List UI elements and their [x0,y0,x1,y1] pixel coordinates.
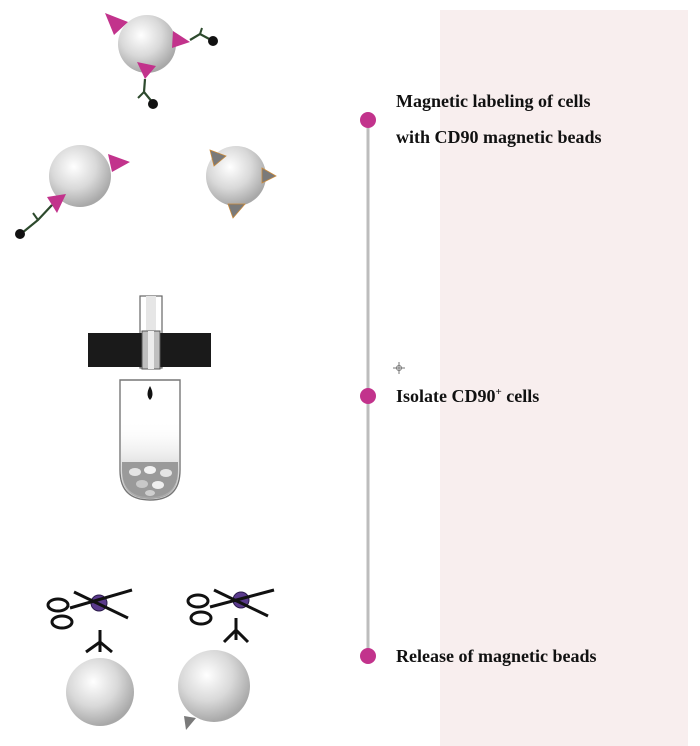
scissors-icon [46,588,134,726]
timeline-marker-3 [360,648,376,664]
magnetic-column-icon [88,295,211,501]
labeled-bead-icon [105,13,218,109]
crosshair-icon [393,362,405,374]
step-label-isolate: Isolate CD90+ cells [396,378,539,414]
scissors-icon [178,588,275,730]
step-label-release: Release of magnetic beads [396,638,596,674]
isolate-suffix: cells [501,386,540,406]
step-label-line: Isolate CD90+ cells [396,386,539,406]
right-panel [440,10,688,746]
isolate-text: Isolate CD90 [396,386,496,406]
step-label-line: with CD90 magnetic beads [396,127,602,147]
timeline-marker-1 [360,112,376,128]
timeline-marker-2 [360,388,376,404]
unlabeled-bead-icon [206,146,277,219]
step-label-magnetic-labeling: Magnetic labeling of cells with CD90 mag… [396,83,602,155]
labeled-bead-icon [15,145,130,239]
step-label-line: Magnetic labeling of cells [396,91,591,111]
isolate-superscript: + [495,386,502,398]
step-label-line: Release of magnetic beads [396,646,597,666]
